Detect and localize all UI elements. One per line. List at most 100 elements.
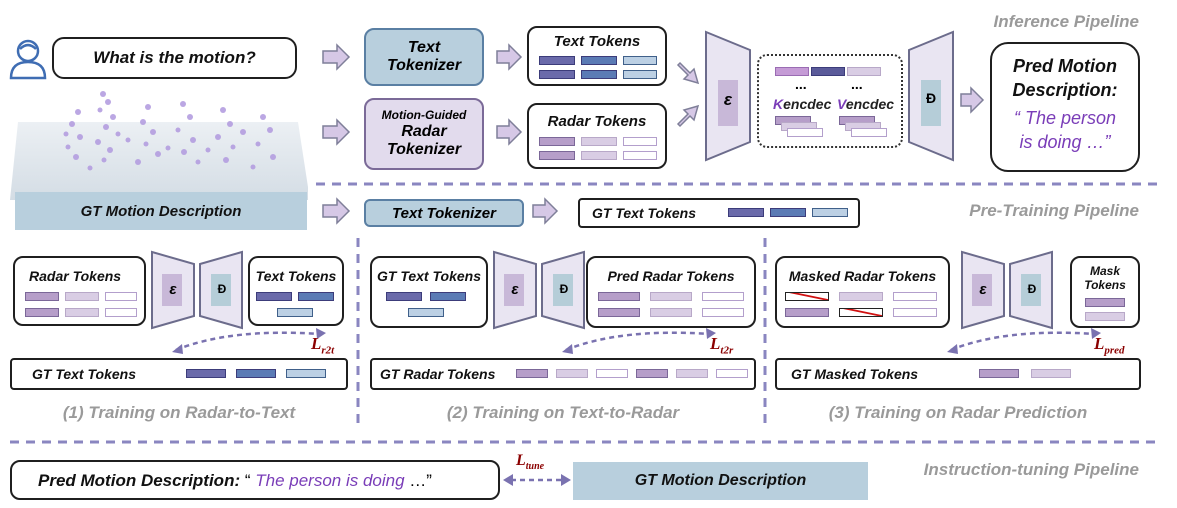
token [1031, 369, 1071, 378]
token [256, 292, 292, 301]
token [105, 292, 137, 301]
token [785, 308, 829, 317]
token [581, 137, 617, 146]
pred-title-line1: Pred Motion [1013, 56, 1117, 76]
token [581, 56, 617, 65]
task1-text-tokens-box: Text Tokens [248, 256, 344, 326]
task2-caption: (2) Training on Text-to-Radar [446, 403, 680, 422]
token [728, 208, 764, 217]
token [539, 151, 575, 160]
token [286, 369, 326, 378]
gt-motion-description-label: GT Motion Description [80, 202, 242, 220]
task3-loss-arrow [947, 328, 1101, 354]
instruction-quote-close: …” [404, 471, 432, 490]
task2-loss-symbol: L [710, 334, 721, 353]
pred-quote-line1: “ The person [1013, 108, 1117, 128]
task3-gt-box: GT Masked Tokens [775, 358, 1141, 390]
token [277, 308, 313, 317]
task3-encoder-symbol: ε [979, 281, 987, 298]
task3-gt-label: GT Masked Tokens [791, 366, 919, 382]
token [839, 292, 883, 301]
task3-out-label-line1: Mask [1089, 264, 1121, 278]
token [596, 369, 628, 378]
token [623, 56, 657, 65]
token [650, 292, 692, 301]
token [847, 67, 881, 76]
task1-encoder-decoder [151, 250, 243, 330]
token [65, 308, 99, 317]
instruction-loss-arrow [503, 474, 571, 486]
task1-out-label: Text Tokens [255, 268, 337, 284]
radar-point-cloud [10, 91, 308, 200]
task3-loss-subscript: pred [1104, 344, 1125, 357]
radar-tokenizer-line1: Motion-Guided [381, 107, 467, 122]
token [516, 369, 548, 378]
token [1085, 312, 1125, 321]
token [812, 208, 848, 217]
token [430, 292, 466, 301]
token [979, 369, 1019, 378]
radar-tokenizer-line2: Radar [401, 122, 447, 140]
task2-gt-label: GT Radar Tokens [380, 366, 496, 382]
task2-decoder-symbol: Đ [559, 282, 569, 296]
text-tokenizer-line2: Tokenizer [386, 57, 462, 74]
token [636, 369, 668, 378]
token [598, 292, 640, 301]
decoder-symbol: Đ [925, 90, 937, 106]
token [408, 308, 444, 317]
task1-loss-subscript: r2t [321, 344, 335, 357]
token [775, 67, 809, 76]
ellipsis-right: ... [851, 76, 863, 92]
task1-loss-arrow [172, 328, 326, 354]
encoder-trapezoid [705, 30, 751, 162]
user-icon [9, 39, 47, 80]
token [893, 292, 937, 301]
pred-title-line2: Description: [1012, 80, 1118, 100]
token [702, 308, 744, 317]
k-label: Kencdec [773, 96, 831, 112]
instruction-pred-content: Pred Motion Description: “ The person is… [38, 471, 432, 491]
task1-decoder-symbol: Đ [217, 282, 227, 296]
pretraining-text-tokenizer: Text Tokenizer [364, 199, 524, 227]
k-label-text: Kencdec [773, 96, 832, 112]
token [787, 128, 823, 137]
instruction-gt-label: GT Motion Description [634, 472, 807, 489]
radar-tokenizer-box: Motion-Guided Radar Tokenizer [364, 98, 484, 170]
token [598, 308, 640, 317]
text-tokenizer-line1: Text [407, 39, 441, 56]
token [105, 308, 137, 317]
task2-pred-radar-tokens-box: Pred Radar Tokens [586, 256, 756, 328]
task2-in-label: GT Text Tokens [377, 268, 481, 284]
instruction-loss-subscript: tune [525, 461, 545, 473]
token [811, 67, 845, 76]
question-text: What is the motion? [93, 48, 256, 67]
token [623, 151, 657, 160]
task2-gt-text-tokens-box: GT Text Tokens [370, 256, 488, 328]
radar-tokens-box: Radar Tokens [527, 103, 667, 169]
instruction-quote-text: The person is doing [255, 471, 405, 490]
instruction-loss: Ltune [516, 452, 544, 472]
token [650, 308, 692, 317]
task3-loss: Lpred [1094, 334, 1125, 356]
instruction-tuning-pipeline-title: Instruction-tuning Pipeline [923, 460, 1139, 479]
token [770, 208, 806, 217]
pred-motion-description-box: Pred Motion Description: “ The person is… [990, 42, 1140, 172]
pretraining-pipeline-title: Pre-Training Pipeline [969, 201, 1139, 220]
token [623, 70, 657, 79]
masked-token [785, 292, 829, 301]
pred-quote-line2: is doing …” [1019, 132, 1111, 152]
instruction-loss-symbol: L [516, 452, 526, 469]
task3-encoder-decoder [961, 250, 1053, 330]
task3-masked-radar-tokens-box: Masked Radar Tokens [775, 256, 950, 328]
task3-out-label-line2: Tokens [1084, 278, 1126, 292]
token [298, 292, 334, 301]
token [581, 151, 617, 160]
text-tokens-label: Text Tokens [553, 33, 641, 50]
token [623, 137, 657, 146]
instruction-quote-open: “ [240, 471, 256, 490]
task1-loss: Lr2t [311, 334, 334, 356]
pretraining-text-tokenizer-label: Text Tokenizer [392, 204, 496, 222]
task1-radar-tokens-box: Radar Tokens [13, 256, 146, 326]
task2-loss-arrow [562, 328, 716, 354]
text-tokens-box: Text Tokens [527, 26, 667, 86]
